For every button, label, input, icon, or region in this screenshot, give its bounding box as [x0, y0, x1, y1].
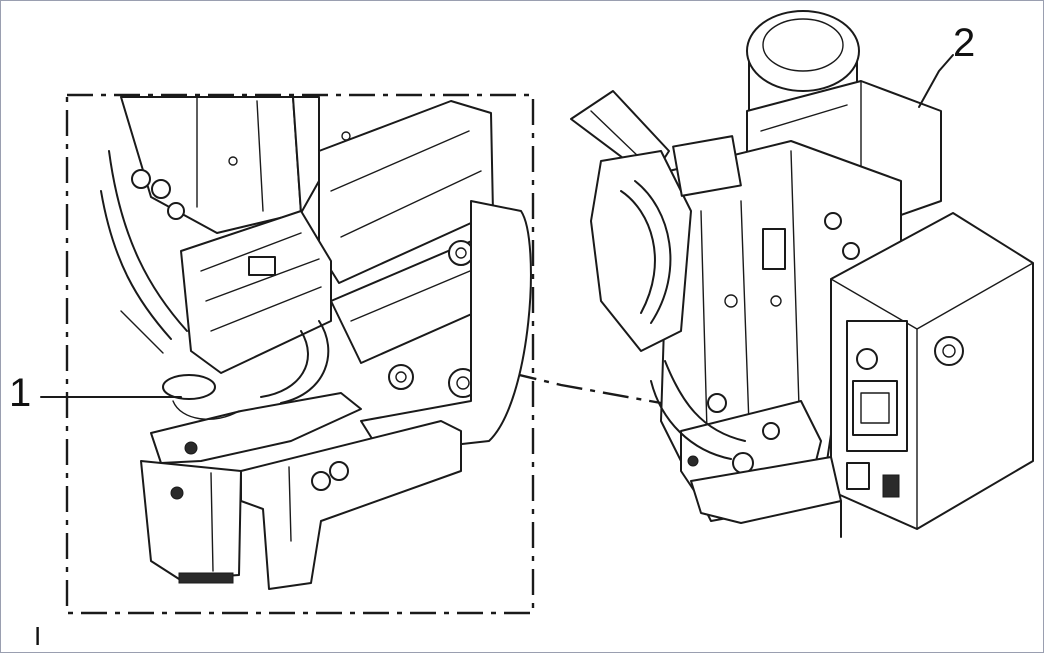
callout-number-2: 2 — [953, 21, 976, 65]
clamp-head-detail — [100, 96, 532, 590]
machine-overview — [570, 10, 1034, 538]
connector-line — [510, 371, 662, 405]
detail-frame — [65, 93, 535, 615]
leader-line-2 — [918, 54, 954, 108]
corner-mark: I — [34, 621, 42, 651]
callout-number-1: 1 — [9, 371, 32, 415]
